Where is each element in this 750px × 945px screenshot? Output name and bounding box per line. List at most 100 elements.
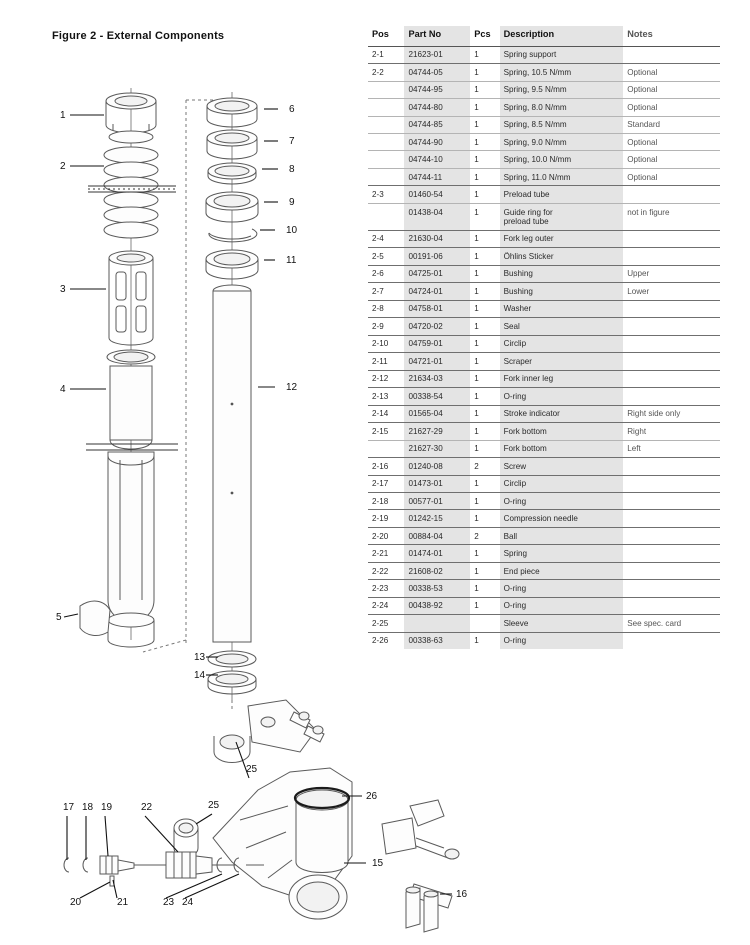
callout-6: 6 bbox=[289, 104, 295, 115]
cell-pos: 2-3 bbox=[368, 185, 405, 204]
cell-pcs: 1 bbox=[470, 596, 500, 615]
cell-part-no: 04720-02 bbox=[404, 317, 471, 336]
cell-description: Spring, 9.0 N/mm bbox=[499, 132, 624, 151]
cell-pcs: 1 bbox=[470, 132, 500, 151]
cell-notes: Optional bbox=[623, 132, 720, 151]
callout-22: 22 bbox=[141, 802, 153, 813]
cell-description: O-ring bbox=[499, 631, 624, 650]
callout-18: 18 bbox=[82, 802, 94, 813]
cell-notes: Right bbox=[623, 422, 720, 441]
cell-pos: 2-18 bbox=[368, 491, 405, 510]
cell-pcs: 1 bbox=[470, 63, 500, 82]
cell-description: Spring, 9.5 N/mm bbox=[499, 80, 624, 99]
cell-part-no: 01240-08 bbox=[404, 457, 471, 475]
cell-notes bbox=[623, 509, 720, 528]
cell-description: Spring, 11.0 N/mm bbox=[499, 167, 624, 186]
cell-pos bbox=[368, 115, 405, 134]
cell-pos: 2-2 bbox=[368, 63, 405, 82]
cell-notes bbox=[623, 457, 720, 475]
cell-description: Spring support bbox=[499, 45, 624, 64]
cell-notes bbox=[623, 247, 720, 266]
cell-notes bbox=[623, 387, 720, 406]
callout-2: 2 bbox=[60, 161, 66, 172]
cell-part-no: 04744-05 bbox=[404, 63, 471, 82]
cell-part-no: 00577-01 bbox=[404, 491, 471, 510]
cell-pos: 2-4 bbox=[368, 229, 405, 248]
cell-part-no bbox=[404, 614, 471, 633]
cell-part-no: 00884-04 bbox=[404, 526, 471, 545]
cell-part-no: 00438-92 bbox=[404, 596, 471, 615]
cell-notes: See spec. card bbox=[623, 614, 720, 633]
cell-pos: 2-10 bbox=[368, 334, 405, 353]
break-hatch-lower bbox=[86, 443, 178, 451]
cell-part-no: 04758-01 bbox=[404, 299, 471, 318]
cell-pcs: 1 bbox=[470, 150, 500, 169]
cell-part-no: 04744-80 bbox=[404, 98, 471, 117]
cell-pos: 2-13 bbox=[368, 387, 405, 406]
cell-pcs: 1 bbox=[470, 247, 500, 266]
part-oring-13 bbox=[207, 650, 257, 668]
cell-pcs: 1 bbox=[470, 80, 500, 99]
cell-notes bbox=[623, 561, 720, 580]
cell-pcs bbox=[470, 614, 500, 633]
cell-part-no: 04744-10 bbox=[404, 150, 471, 169]
cell-part-no: 01438-04 bbox=[404, 202, 471, 231]
cell-description: O-ring bbox=[499, 387, 624, 406]
cell-pos: 2-16 bbox=[368, 457, 405, 475]
cell-pcs: 1 bbox=[470, 561, 500, 580]
cell-notes: Optional bbox=[623, 167, 720, 186]
callout-1: 1 bbox=[60, 110, 66, 121]
cell-part-no: 21608-02 bbox=[404, 561, 471, 580]
cell-pos: 2-1 bbox=[368, 45, 405, 64]
cell-pcs: 1 bbox=[470, 474, 500, 493]
assembly-guide-dashes bbox=[142, 99, 233, 712]
cell-description: Fork bottom bbox=[499, 439, 624, 458]
part-coil-spring bbox=[103, 146, 159, 239]
cell-part-no: 04744-95 bbox=[404, 80, 471, 99]
cell-part-no: 00338-53 bbox=[404, 579, 471, 598]
cell-part-no: 01565-04 bbox=[404, 404, 471, 423]
cell-pos: 2-20 bbox=[368, 526, 405, 545]
cell-description: Spring bbox=[499, 544, 624, 563]
cell-description: Spring, 10.0 N/mm bbox=[499, 150, 624, 169]
part-ohlins-sticker bbox=[79, 600, 111, 636]
callout-13: 13 bbox=[194, 652, 206, 663]
cell-notes bbox=[623, 334, 720, 353]
cell-pos: 2-23 bbox=[368, 579, 405, 598]
callout-14: 14 bbox=[194, 670, 206, 681]
cell-pos: 2-25 bbox=[368, 614, 405, 633]
cell-notes bbox=[623, 352, 720, 371]
cell-pos: 2-15 bbox=[368, 422, 405, 441]
cell-description: Screw bbox=[499, 457, 624, 475]
part-compression-valve-assembly bbox=[63, 851, 264, 887]
cell-description: Stroke indicator bbox=[499, 404, 624, 423]
cell-pcs: 1 bbox=[470, 387, 500, 406]
callout-11: 11 bbox=[286, 255, 297, 266]
part-oring-14 bbox=[207, 670, 257, 695]
part-oring-26 bbox=[293, 786, 351, 810]
header-pcs: Pcs bbox=[470, 26, 500, 47]
cell-pcs: 2 bbox=[470, 457, 500, 475]
cell-pos: 2-7 bbox=[368, 282, 405, 301]
page-title: Figure 2 - External Components bbox=[52, 30, 225, 42]
cell-pcs: 2 bbox=[470, 526, 500, 545]
callout-17: 17 bbox=[63, 802, 75, 813]
cell-notes: Optional bbox=[623, 80, 720, 99]
cell-part-no: 00338-54 bbox=[404, 387, 471, 406]
